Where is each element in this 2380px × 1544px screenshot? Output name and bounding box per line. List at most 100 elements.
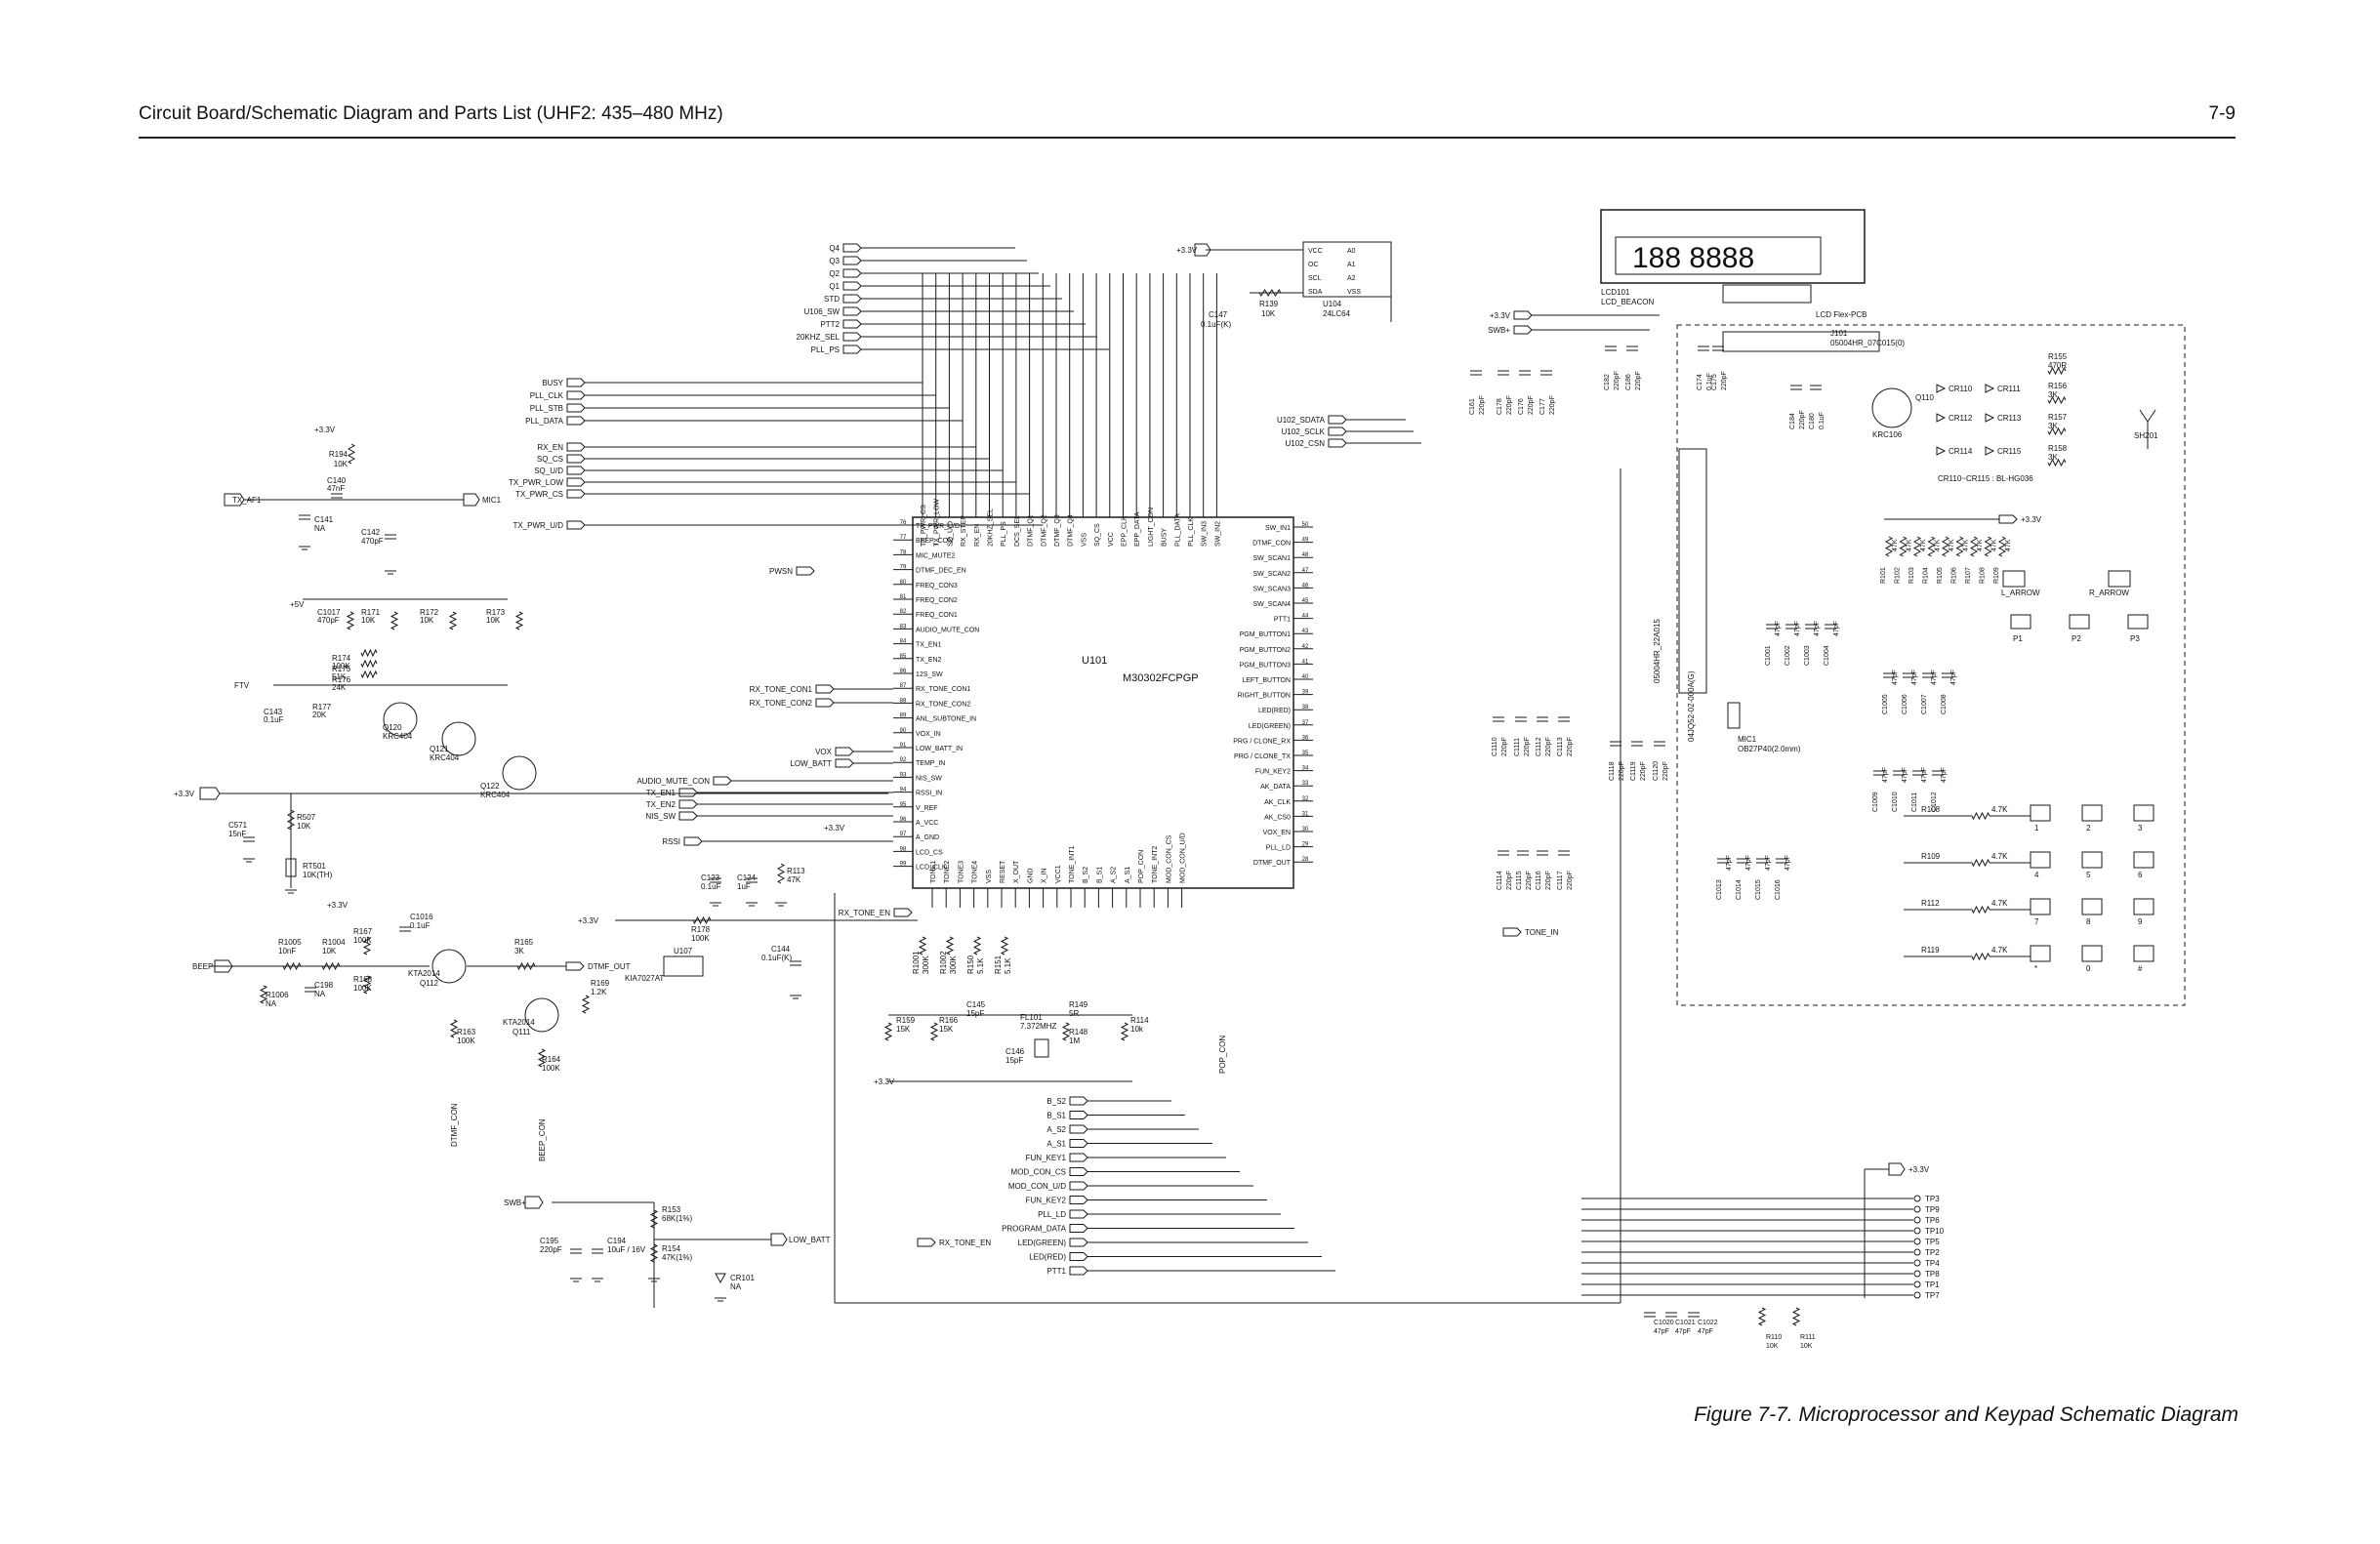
misc-net-label: POP_CON: [1218, 1036, 1227, 1074]
cap-value: 220pF: [1662, 761, 1669, 781]
resistor-symbol: [1971, 952, 1990, 961]
pgm-key-p2[interactable]: [2069, 614, 2090, 630]
part-value: 15pF: [966, 1009, 984, 1018]
bus-net-label: TX_PWR_LOW: [509, 478, 563, 487]
resistor-symbol: [1061, 1022, 1071, 1041]
l-arrow-key[interactable]: [2002, 570, 2026, 588]
keypad-key[interactable]: [2081, 804, 2103, 822]
part-value: 47pF: [1698, 1328, 1713, 1335]
keypad-key[interactable]: [2081, 898, 2103, 915]
part-value: 10K: [420, 616, 434, 625]
cap-value: 220pF: [1528, 395, 1535, 415]
part-value: 10K: [334, 460, 349, 468]
mcu-pin-label: SW_SCAN4: [1252, 601, 1291, 608]
keypad-key[interactable]: [2081, 945, 2103, 962]
mcu-pin-label: VSS: [986, 870, 993, 883]
cap-value: 47pF: [1794, 621, 1801, 636]
mcu-pin-label: A_GND: [916, 834, 939, 841]
net-flag: [678, 811, 698, 821]
mcu-pin-number: 80: [900, 580, 907, 586]
part-ref: R149: [1069, 1000, 1088, 1009]
keypad-key[interactable]: [2133, 851, 2154, 869]
keypad-key-label: 9: [2138, 917, 2143, 926]
mcu-pin-label: TONE3: [958, 861, 964, 883]
pgm-key-p3[interactable]: [2127, 614, 2149, 630]
mcu-pin-label: VCC1: [1055, 865, 1062, 883]
reset-ic-part: KIA7027AT: [625, 974, 664, 983]
cap-ref: C178: [1497, 398, 1503, 415]
bottom-net-label: B_S1: [1046, 1112, 1066, 1120]
part-value: 100K: [542, 1064, 560, 1073]
cap-value: 47pF: [1775, 621, 1782, 636]
cap-ref: C1001: [1765, 645, 1772, 666]
keypad-key[interactable]: [2030, 898, 2051, 915]
analog-net-label: LOW_BATT: [790, 759, 832, 768]
bus-net-label: BUSY: [542, 379, 563, 387]
mcu-pin-label: AUDIO_MUTE_CON: [916, 627, 979, 633]
part-value: 470R: [2048, 361, 2067, 370]
header-rule: [139, 137, 2236, 139]
mcu-pin-number: 37: [1302, 720, 1309, 726]
mcu-pin-label: MIC_MUTE2: [916, 552, 956, 559]
battery-out-net: LOW_BATT: [789, 1236, 831, 1244]
mcu-pin-label: A_S2: [1111, 867, 1118, 883]
eeprom-pin-label: OC: [1308, 262, 1319, 268]
eeprom-c: C147: [1209, 310, 1228, 319]
led-ref: CR113: [1997, 414, 2022, 423]
cap-value: 220pF: [1526, 871, 1533, 890]
net-flag: [566, 454, 586, 464]
led-symbol: [1985, 384, 1995, 393]
mcu-pin-label: NIS_SW: [916, 775, 942, 782]
keypad-key[interactable]: [2081, 851, 2103, 869]
cap-ref: C1012: [1931, 792, 1938, 812]
part-ref: C146: [1005, 1047, 1025, 1056]
cap-value: 47pF: [1745, 855, 1752, 871]
mcu-pin-label: BUSY: [1162, 528, 1169, 547]
part-ref: R164: [542, 1055, 561, 1064]
test-point-label: TP4: [1925, 1259, 1940, 1268]
pullup-value: 47K: [1963, 539, 1970, 551]
keypad-key[interactable]: [2030, 851, 2051, 869]
mcu-part: M30302FCPGP: [1123, 672, 1199, 684]
resistor-symbol: [516, 961, 536, 971]
keypad-key[interactable]: [2133, 898, 2154, 915]
part-value: 10K: [322, 947, 337, 955]
keypad-key[interactable]: [2133, 804, 2154, 822]
cap-ref: C1119: [1630, 761, 1637, 781]
cap-value: 0.1uF: [1706, 373, 1713, 390]
pgm-key-label: P3: [2130, 634, 2140, 643]
beep-out-label: DTMF_CON: [450, 1103, 459, 1147]
part-ref: R156: [2048, 382, 2068, 390]
lcd-conn-ref: J101: [1830, 329, 1848, 338]
mcu-pin-label: EPP_DATA: [1134, 511, 1141, 547]
cap-ref: C1117: [1557, 871, 1564, 890]
reset-ic-ref: U107: [674, 947, 693, 955]
part-ref: C1022: [1698, 1320, 1718, 1326]
net-flag: [842, 281, 862, 291]
keypad-key[interactable]: [2030, 804, 2051, 822]
part-ref: R163: [457, 1028, 476, 1036]
mcu-pin-label: SW_IN1: [1265, 525, 1291, 532]
pgm-key-p1[interactable]: [2010, 614, 2031, 630]
mcu-pin-label: SW_SCAN3: [1252, 586, 1291, 592]
keypad-key[interactable]: [2133, 945, 2154, 962]
part-value: 470pF: [361, 537, 384, 546]
part-ref: C1020: [1654, 1320, 1674, 1326]
r-arrow-key[interactable]: [2108, 570, 2131, 588]
pullup-value: 47K: [1977, 539, 1984, 551]
mcu-pin-number: 78: [900, 549, 907, 555]
test-point-label: TP2: [1925, 1248, 1940, 1257]
part-ref: R168: [353, 975, 373, 984]
test-point-marker: [1913, 1259, 1921, 1267]
l-arrow-label: L_ARROW: [2001, 589, 2040, 597]
led-ref: CR114: [1949, 447, 1973, 456]
cap-ref: C1007: [1921, 694, 1928, 714]
part-ref: R171: [361, 608, 381, 617]
mcu-pin-label: PLL_LD: [1266, 845, 1291, 852]
part-value: 10uF / 16V: [607, 1245, 646, 1254]
page-number: 7-9: [2208, 103, 2236, 124]
cap-value: 47pF: [1833, 621, 1840, 636]
mcu-pin-label: PLL_CLK: [1188, 517, 1195, 547]
mic-in-net: TX_AF1: [232, 496, 262, 505]
keypad-key[interactable]: [2030, 945, 2051, 962]
